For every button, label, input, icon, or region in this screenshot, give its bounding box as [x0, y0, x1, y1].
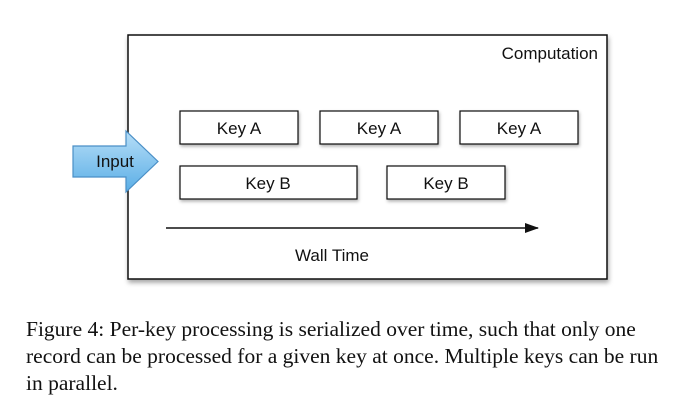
figure-caption: Figure 4: Per-key processing is serializ… [26, 317, 659, 395]
input-arrow: Input [72, 129, 159, 194]
key-a-label: Key A [217, 119, 262, 138]
computation-box [127, 34, 608, 280]
computation-label: Computation [502, 44, 598, 63]
key-b-block: Key B [179, 165, 358, 200]
diagram: Computation Key A Key A Key A Key B Key … [72, 34, 608, 280]
key-a-block: Key A [179, 110, 299, 145]
wall-time-label: Wall Time [295, 246, 369, 265]
key-a-label: Key A [497, 119, 542, 138]
key-b-block: Key B [386, 165, 506, 200]
key-b-label: Key B [245, 174, 290, 193]
input-label: Input [96, 152, 134, 171]
key-a-label: Key A [357, 119, 402, 138]
key-a-block: Key A [319, 110, 439, 145]
key-a-block: Key A [459, 110, 579, 145]
key-b-label: Key B [423, 174, 468, 193]
diagram-canvas: Computation Key A Key A Key A Key B Key … [72, 34, 608, 280]
